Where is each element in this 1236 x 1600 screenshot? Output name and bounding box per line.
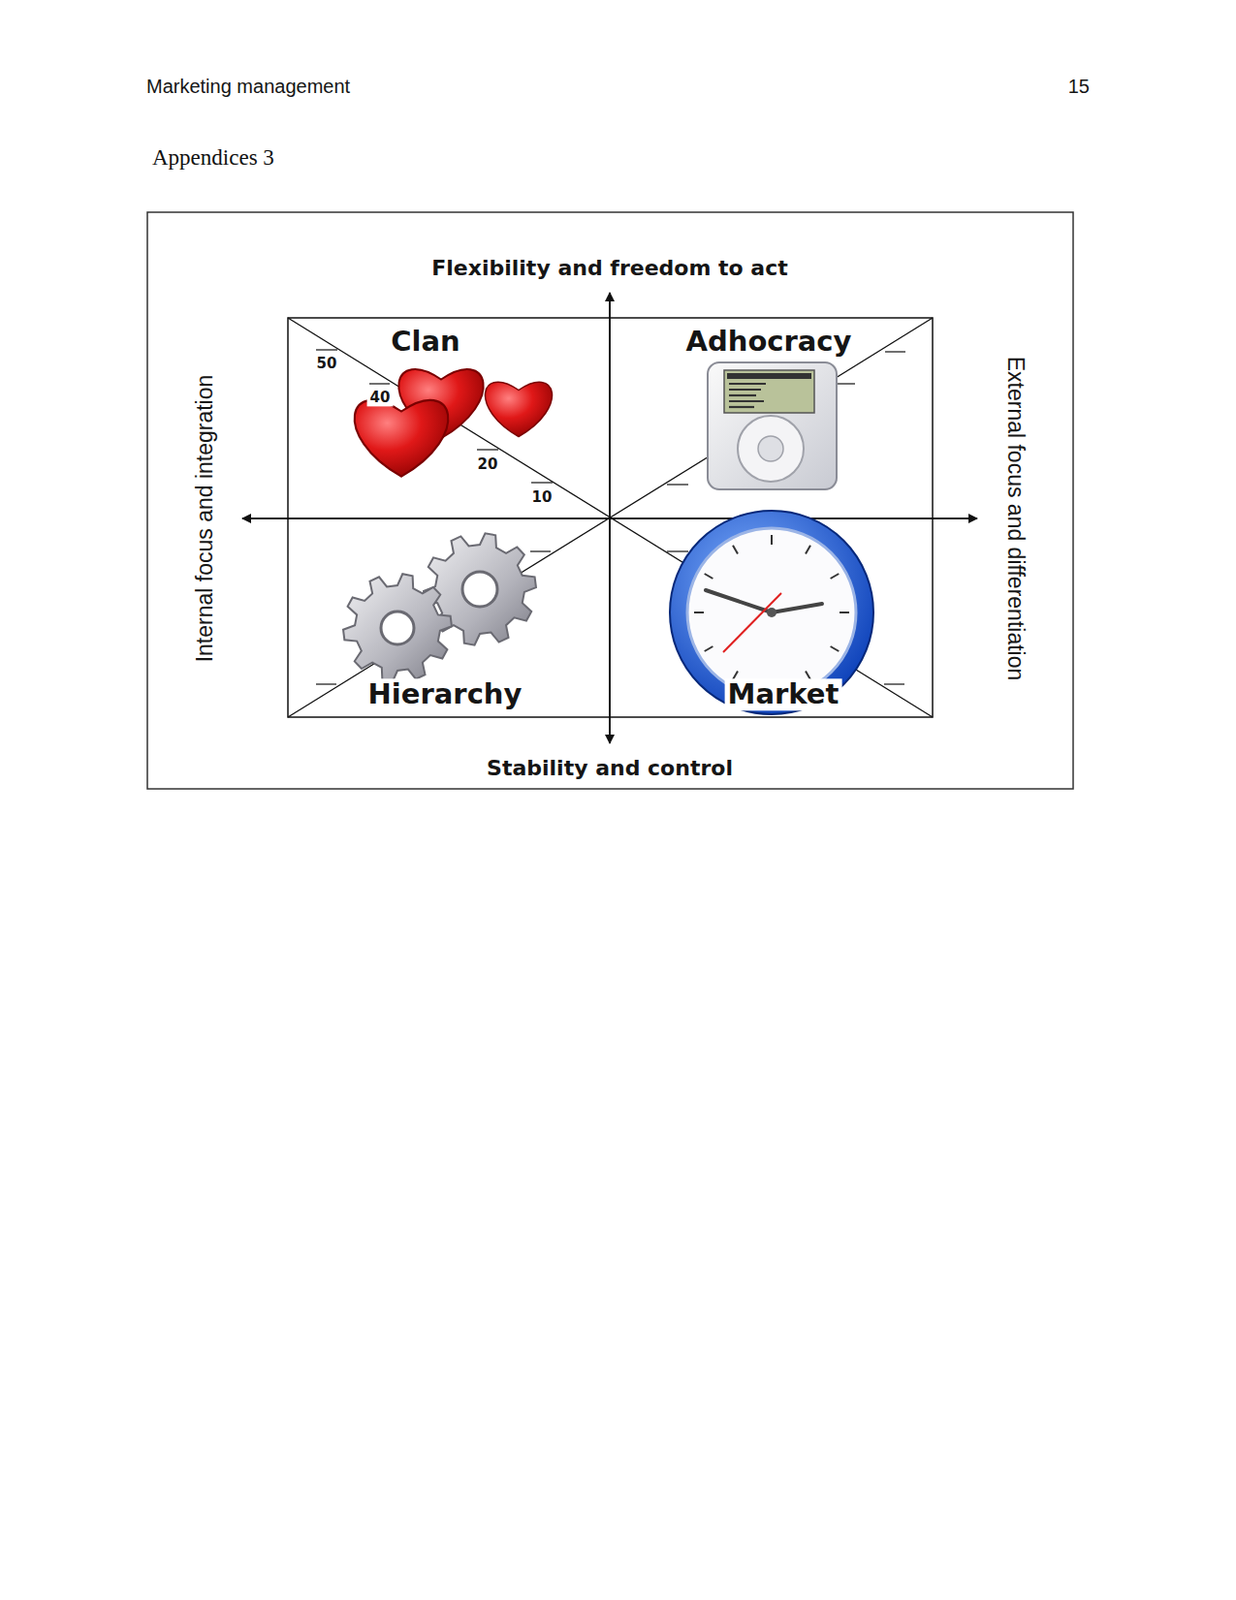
clock-icon	[669, 510, 874, 715]
quadrant-grid	[242, 292, 978, 744]
appendix-heading: Appendices 3	[152, 145, 275, 171]
page-number: 15	[1068, 75, 1090, 98]
axis-label: Internal focus and integration	[191, 372, 218, 666]
axis-label: Flexibility and freedom to act	[428, 255, 791, 281]
running-header: Marketing management	[146, 75, 350, 98]
scale-number: 40	[367, 389, 394, 407]
figure-frame	[147, 212, 1074, 790]
hearts-icon	[354, 369, 553, 477]
quadrant-name: Hierarchy	[365, 678, 526, 711]
music-player-icon	[707, 362, 837, 490]
quadrant-name: Clan	[387, 325, 463, 358]
scale-number: 50	[314, 355, 341, 373]
quadrant-name: Market	[725, 678, 843, 711]
gears-icon	[343, 533, 537, 682]
scale-number: 20	[475, 456, 502, 474]
quadrant-name: Adhocracy	[683, 325, 856, 358]
axis-label: External focus and differentiation	[1003, 353, 1029, 685]
axis-label: Stability and control	[483, 756, 736, 781]
scale-number: 10	[529, 489, 556, 507]
